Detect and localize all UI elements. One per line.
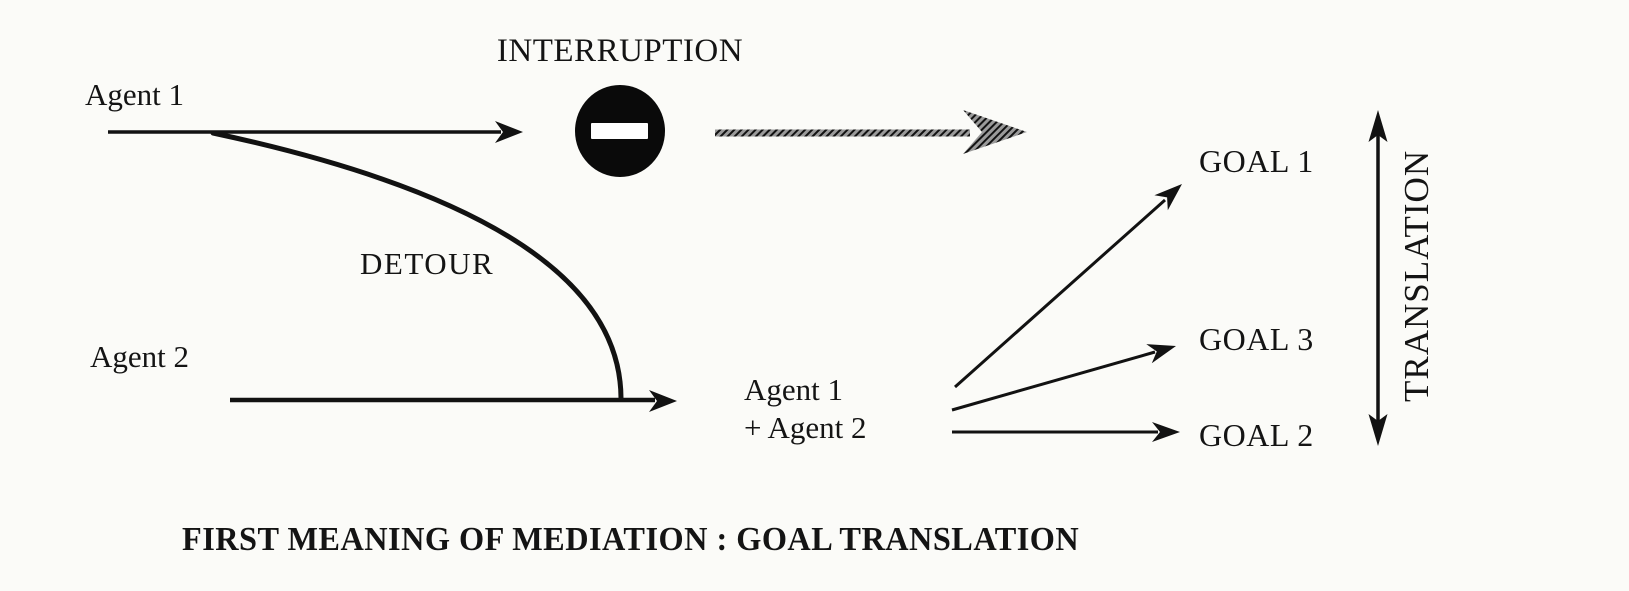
figure-caption: FIRST MEANING OF MEDIATION : GOAL TRANSL… [182, 521, 1080, 558]
goal3-label: GOAL 3 [1199, 321, 1314, 357]
goal1-label: GOAL 1 [1199, 143, 1314, 179]
detour-label: DETOUR [360, 246, 495, 281]
up-down-double-arrow-icon [1368, 110, 1388, 446]
translation-span-top-head [1368, 110, 1388, 142]
thick-hatched-arrow-icon [715, 110, 1027, 154]
no-entry-icon [575, 85, 665, 177]
arrow-to-goal3-head-icon [1146, 344, 1176, 364]
agent2-label: Agent 2 [90, 339, 190, 374]
interruption-label: INTERRUPTION [496, 33, 744, 69]
goal2-label: GOAL 2 [1199, 417, 1314, 453]
combined-agents-line1: Agent 1 [744, 372, 844, 407]
no-entry-bar [591, 123, 648, 139]
agent1-path-arrowhead-icon [495, 121, 523, 143]
combined-agents-label: Agent 1 + Agent 2 [744, 371, 867, 447]
arrow-to-goal2-head-icon [1152, 422, 1180, 442]
arrow-to-goal1-line [954, 198, 1166, 389]
translation-span-bottom-head [1368, 414, 1388, 446]
agent2-path-arrowhead-icon [649, 390, 677, 412]
gray-arrow-head [963, 110, 1027, 154]
gray-arrow-shaft [715, 129, 970, 137]
agent1-label: Agent 1 [85, 77, 185, 112]
arrow-to-goal3-line [951, 350, 1156, 412]
detour-curve [210, 130, 624, 401]
translation-label: TRANSLATION [1397, 149, 1436, 402]
combined-agents-line2: + Agent 2 [744, 410, 867, 445]
arrow-to-goal1-head-icon [1154, 184, 1182, 211]
